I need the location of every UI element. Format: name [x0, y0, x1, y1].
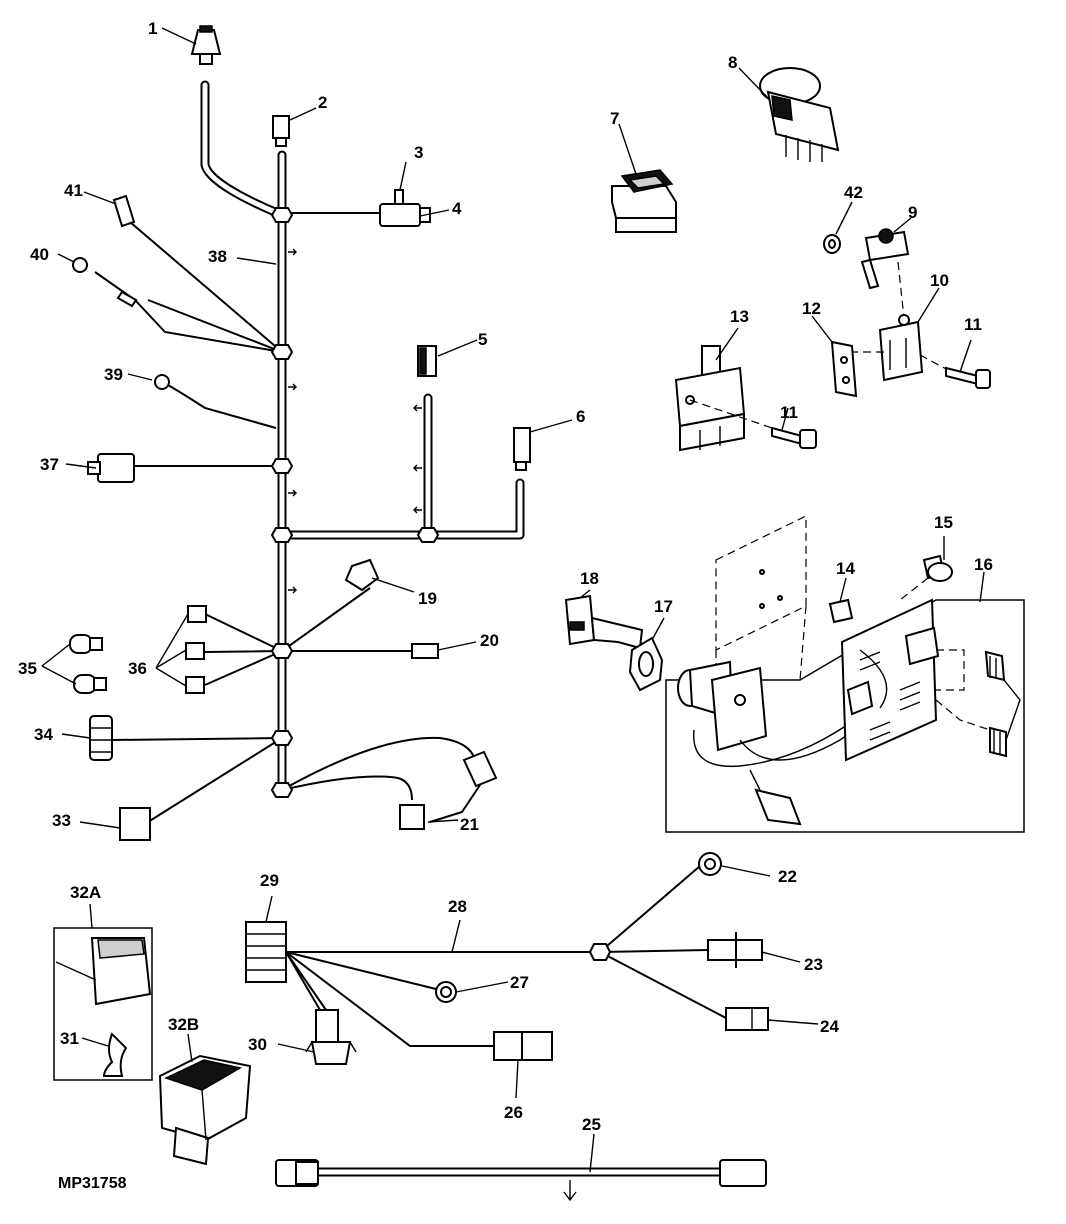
callout-23: 23	[804, 955, 823, 974]
rivet-11-right	[945, 366, 991, 389]
connector-24	[725, 1007, 769, 1031]
battery-cable-25	[275, 1159, 767, 1202]
callout-41: 41	[64, 181, 83, 200]
rivet-11-left	[771, 426, 817, 449]
terminal-39	[154, 374, 170, 390]
callout-33: 33	[52, 811, 71, 830]
callout-4: 4	[452, 199, 462, 218]
callout-12: 12	[802, 299, 821, 318]
connector-19	[344, 558, 380, 592]
callout-18: 18	[580, 569, 599, 588]
ring-terminal-27	[435, 981, 457, 1003]
callout-labels: 1 2 3 4 5 6 7 8 9 10 11 11 12 13 14 15 1…	[18, 19, 993, 1192]
callout-42: 42	[844, 183, 863, 202]
callout-32b: 32B	[168, 1015, 199, 1034]
plate-12	[830, 340, 858, 398]
callout-31: 31	[60, 1029, 79, 1048]
callout-35: 35	[18, 659, 37, 678]
callout-7: 7	[610, 109, 619, 128]
callout-39: 39	[104, 365, 123, 384]
connector-21	[399, 750, 498, 830]
callout-37: 37	[40, 455, 59, 474]
callout-25: 25	[582, 1115, 601, 1134]
rocker-switch-7	[611, 169, 677, 233]
connector-2	[272, 115, 290, 147]
callout-16: 16	[974, 555, 993, 574]
callout-27: 27	[510, 973, 529, 992]
connectors-36	[185, 605, 207, 694]
connector-6	[513, 427, 531, 471]
figure-id: MP31758	[58, 1175, 127, 1192]
callout-34: 34	[34, 725, 53, 744]
pto-switch-8	[759, 67, 840, 162]
connector-20	[411, 643, 439, 659]
callout-3: 3	[414, 143, 423, 162]
switch-13	[674, 345, 746, 452]
callout-36: 36	[128, 659, 147, 678]
harness-junctions	[270, 207, 440, 798]
fuse-block-32b	[158, 1054, 252, 1166]
callout-30: 30	[248, 1035, 267, 1054]
connector-41	[112, 194, 136, 228]
callout-10: 10	[930, 271, 949, 290]
callout-20: 20	[480, 631, 499, 650]
callout-11a: 11	[964, 315, 982, 334]
callout-6: 6	[576, 407, 585, 426]
sensor-3-4	[379, 189, 431, 227]
callout-29: 29	[260, 871, 279, 890]
key-18	[564, 594, 644, 650]
washer-42	[823, 234, 841, 254]
callout-21: 21	[460, 815, 479, 834]
connector-34	[89, 715, 113, 761]
callout-17: 17	[654, 597, 673, 616]
connector-37	[87, 453, 135, 483]
connector-1	[190, 25, 222, 65]
callout-15: 15	[934, 513, 953, 532]
connector-26	[493, 1031, 553, 1061]
callout-13: 13	[730, 307, 749, 326]
switch-10	[878, 314, 924, 382]
harness-clips	[288, 248, 422, 594]
callout-32a: 32A	[70, 883, 101, 902]
ring-terminal-22	[698, 852, 722, 876]
callout-28: 28	[448, 897, 467, 916]
connector-33	[119, 807, 151, 841]
secondary-harness-28	[245, 852, 769, 1065]
switch-9	[860, 228, 910, 290]
callout-8: 8	[728, 53, 737, 72]
nut-17	[628, 636, 664, 692]
callout-11b: 11	[780, 403, 798, 422]
callout-9: 9	[908, 203, 917, 222]
connector-29	[245, 921, 287, 983]
bolt-15	[899, 554, 953, 601]
terminal-40	[72, 257, 138, 308]
fuse-inset-box	[53, 927, 153, 1081]
fuse-holder-23	[707, 932, 763, 968]
connector-5	[417, 345, 437, 377]
callout-14: 14	[836, 559, 855, 578]
callout-19: 19	[418, 589, 437, 608]
callout-2: 2	[318, 93, 327, 112]
spacer-14	[828, 598, 854, 624]
connector-30	[305, 1009, 357, 1065]
main-wiring-harness	[94, 80, 525, 823]
callout-22: 22	[778, 867, 797, 886]
callout-24: 24	[820, 1017, 839, 1036]
callout-40: 40	[30, 245, 49, 264]
callout-5: 5	[478, 330, 487, 349]
callout-leaders	[41, 27, 985, 1173]
callout-38: 38	[208, 247, 227, 266]
callout-26: 26	[504, 1103, 523, 1122]
ignition-box-16	[665, 598, 1025, 833]
callout-1: 1	[148, 19, 157, 38]
